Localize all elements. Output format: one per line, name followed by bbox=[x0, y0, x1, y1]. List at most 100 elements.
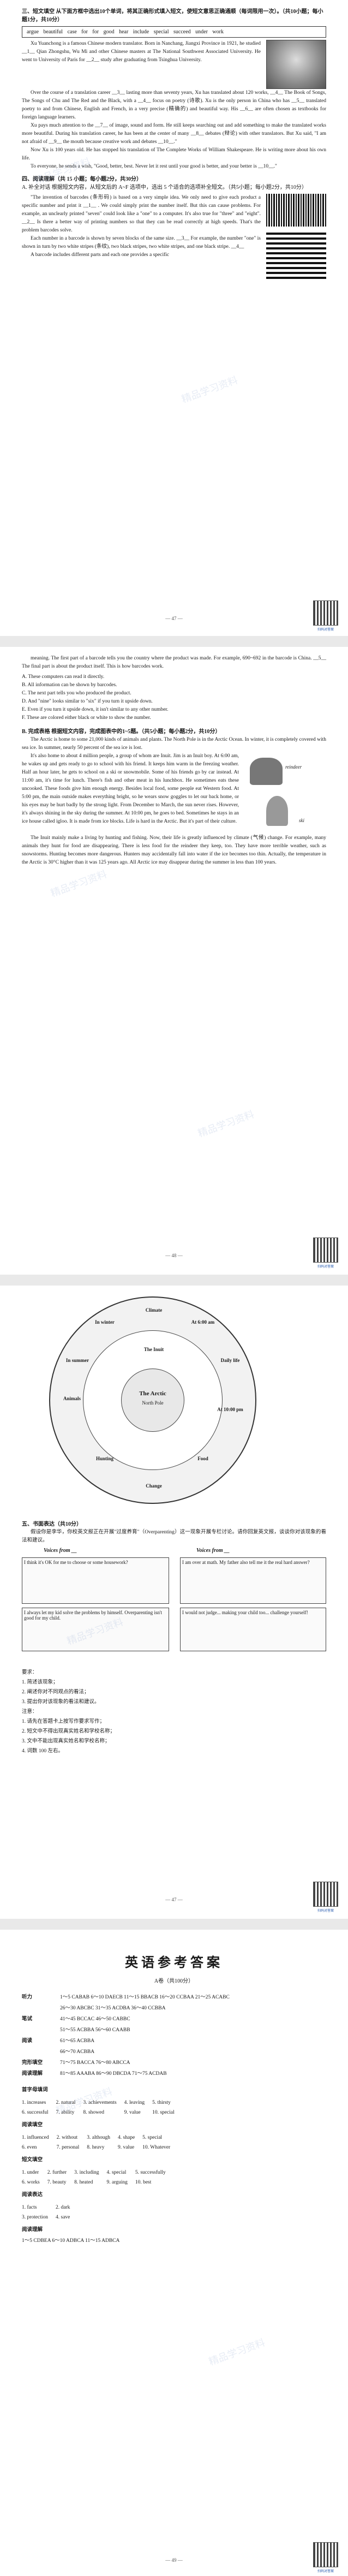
page-number: — 47 — bbox=[165, 1897, 183, 1902]
voices-title-right: Voices from __ bbox=[196, 1548, 230, 1554]
arctic-illustration: reindeer ski bbox=[244, 752, 326, 834]
instruction-text: 假设你是李华，你校英文报正在开展"过度养育"（Overparenting）这一现… bbox=[22, 1530, 326, 1543]
speech-bubble: I would not judge... making your child t… bbox=[180, 1608, 326, 1651]
page-number: — 49 — bbox=[165, 2557, 183, 2563]
part-a-instruction: A. 补全对话 根据短文内容，从短文后的 A~F 选项中，选出 5 个适合的选项… bbox=[22, 185, 307, 191]
option-c: C. The next part tells you who produced … bbox=[22, 691, 131, 696]
paragraph: The Inuit mainly make a living by huntin… bbox=[22, 835, 326, 865]
qr-code-icon[interactable] bbox=[313, 600, 338, 626]
speech-bubble: I always let my kid solve the problems b… bbox=[22, 1608, 169, 1651]
requirements-list: 要求： 1. 简述该现象； 2. 阐述你对不同观点的看法； 3. 提出你对该现象… bbox=[0, 1668, 348, 1756]
fill-answers: 1. increases 2. natural 3. achievements … bbox=[22, 2098, 182, 2117]
answer-cell: 5. successfully bbox=[135, 2170, 166, 2175]
pole-label: North Pole bbox=[142, 1400, 164, 1406]
answer-cell: 4. shape bbox=[118, 2135, 135, 2140]
answer-cell: 1. influenced bbox=[22, 2135, 49, 2140]
qr-label: 扫码对答案 bbox=[317, 628, 334, 632]
answer-cell: 3. although bbox=[87, 2135, 111, 2140]
passage-continued: Over the course of a translation career … bbox=[22, 89, 326, 171]
paragraph: Over the course of a translation career … bbox=[22, 90, 326, 120]
answer-cell: 1. facts bbox=[22, 2205, 37, 2210]
qr-label: 扫码对答案 bbox=[317, 1265, 334, 1269]
answer-cell: 2. natural bbox=[56, 2100, 76, 2105]
watermark: 精品学习资料 bbox=[196, 1109, 256, 1140]
voices-title-left: Voices from __ bbox=[44, 1548, 77, 1554]
slice-label: Climate bbox=[145, 1307, 163, 1313]
barcode-article: "The invention of barcodes (条形码) is base… bbox=[22, 194, 261, 279]
answer-cell: 2. further bbox=[47, 2170, 67, 2175]
answer-line: 66～70 ACBBA bbox=[60, 2049, 95, 2055]
reading-fill-answers: 1. influenced 2. without 3. although 4. … bbox=[22, 2133, 178, 2152]
answer-cell: 8. heated bbox=[74, 2180, 93, 2185]
arctic-article: The Arctic is home to some 21,000 kinds … bbox=[22, 736, 326, 752]
answer-cell: 6. works bbox=[22, 2180, 40, 2185]
portrait-photo bbox=[266, 40, 326, 89]
paragraph: It's also home to about 4 million people… bbox=[22, 753, 239, 824]
speech-bubble: I am over at math. My father also tell m… bbox=[180, 1557, 326, 1604]
answer-cell: 5. thirsty bbox=[152, 2100, 171, 2105]
answer-cell: 3. achievements bbox=[83, 2100, 117, 2105]
answer-cell: 1. under bbox=[22, 2170, 39, 2175]
qr-code-icon[interactable] bbox=[313, 2542, 338, 2567]
section-title: 三、短文填空 从下面方框中选出10个单词，将其正确形式填入短文，使短文意思正确通… bbox=[22, 9, 323, 23]
slice-label: The Inuit bbox=[143, 1347, 164, 1352]
section-4-title: 四、阅读理解（共 15 小题；每小题2分，共30分） bbox=[22, 176, 142, 182]
req-line: 3. 提出你对该现象的看法和建议。 bbox=[22, 1699, 100, 1705]
answer-cell: 7. personal bbox=[56, 2145, 80, 2150]
ski-label: ski bbox=[299, 818, 304, 823]
option-e: E. Even if you turn it upside down, it i… bbox=[22, 707, 169, 712]
slice-label: Change bbox=[146, 1483, 162, 1489]
barcode-image bbox=[266, 194, 326, 227]
child-skiing-image bbox=[266, 796, 288, 826]
passage: Xu Yuanchong is a famous Chinese modern … bbox=[22, 40, 261, 64]
answer-cell: 9. value bbox=[118, 2145, 135, 2150]
arctic-mind-map: The Arctic North Pole Climate At 6:00 am… bbox=[49, 1296, 256, 1504]
arctic-article-body: It's also home to about 4 million people… bbox=[22, 752, 239, 834]
req-line: 1. 简述该现象； bbox=[22, 1680, 58, 1685]
paragraph: To everyone, he sends a wish, "Good, bet… bbox=[31, 164, 277, 169]
slice-label: Animals bbox=[63, 1396, 81, 1401]
page-gap bbox=[0, 1275, 348, 1286]
section-5-title: 五、书面表达（共10分） bbox=[22, 1521, 82, 1527]
answer-subtitle: A卷（共100分） bbox=[154, 1978, 194, 1984]
center-circle bbox=[121, 1369, 184, 1432]
barcode-figure bbox=[266, 194, 326, 279]
page-3: The Arctic North Pole Climate At 6:00 am… bbox=[0, 1286, 348, 1919]
center-label: The Arctic bbox=[139, 1390, 166, 1397]
answer-cell: 5. special bbox=[142, 2135, 163, 2140]
req-line: 要求： bbox=[22, 1670, 38, 1675]
answer-cell: 7. beauty bbox=[47, 2180, 67, 2185]
answer-cell: 10. best bbox=[135, 2180, 152, 2185]
option-d: D. And "nine" looks similar to "six" if … bbox=[22, 699, 153, 704]
reindeer-image bbox=[250, 758, 283, 785]
watermark: 精品学习资料 bbox=[49, 868, 109, 900]
page-gap bbox=[0, 1919, 348, 1930]
speech-bubble: I think it's OK for me to choose or some… bbox=[22, 1557, 169, 1604]
answer-cell: 7. ability bbox=[56, 2110, 75, 2115]
barcode-article-end: meaning. The first part of a barcode tel… bbox=[22, 655, 326, 671]
part-b-instruction: B. 完成表格 根据短文内容，完成图表中的1~5题。（共5小题；每小题2分，共1… bbox=[22, 729, 221, 735]
slice-label: Food bbox=[197, 1456, 208, 1461]
paragraph: The Arctic is home to some 21,000 kinds … bbox=[22, 737, 326, 751]
answer-cell: 2. without bbox=[56, 2135, 78, 2140]
answer-title: 英语参考答案 bbox=[125, 1955, 223, 1970]
section-title: 阅读理解 bbox=[22, 2227, 43, 2233]
answer-cell: 8. heavy bbox=[87, 2145, 105, 2150]
qr-code-icon[interactable] bbox=[313, 1238, 338, 1263]
answer-cell: 10. Whatever bbox=[142, 2145, 171, 2150]
slice-label: Daily life bbox=[220, 1358, 240, 1363]
reindeer-label: reindeer bbox=[285, 764, 302, 770]
arctic-article-end: The Inuit mainly make a living by huntin… bbox=[22, 834, 326, 867]
req-line: 2. 阐述你对不同观点的看法； bbox=[22, 1689, 89, 1695]
writing-instruction: 假设你是李华，你校英文报正在开展"过度养育"（Overparenting）这一现… bbox=[22, 1528, 326, 1545]
qr-code-icon[interactable] bbox=[313, 1882, 338, 1907]
option-list: A. These computers can read it directly.… bbox=[22, 673, 326, 722]
answer-line: 26～30 ABCBC 31～35 ACDBA 36～40 CCBBA bbox=[60, 2006, 166, 2011]
section-title: 阅读表达 bbox=[22, 2192, 43, 2198]
req-line: 2. 短文中不得出现真实姓名和学校名称； bbox=[22, 1729, 116, 1734]
voices-panel: Voices from __ Voices from __ I think it… bbox=[22, 1548, 326, 1657]
paragraph: A barcode includes different parts and e… bbox=[31, 252, 170, 258]
word-box: argue beautiful case for for good hear i… bbox=[22, 26, 326, 38]
